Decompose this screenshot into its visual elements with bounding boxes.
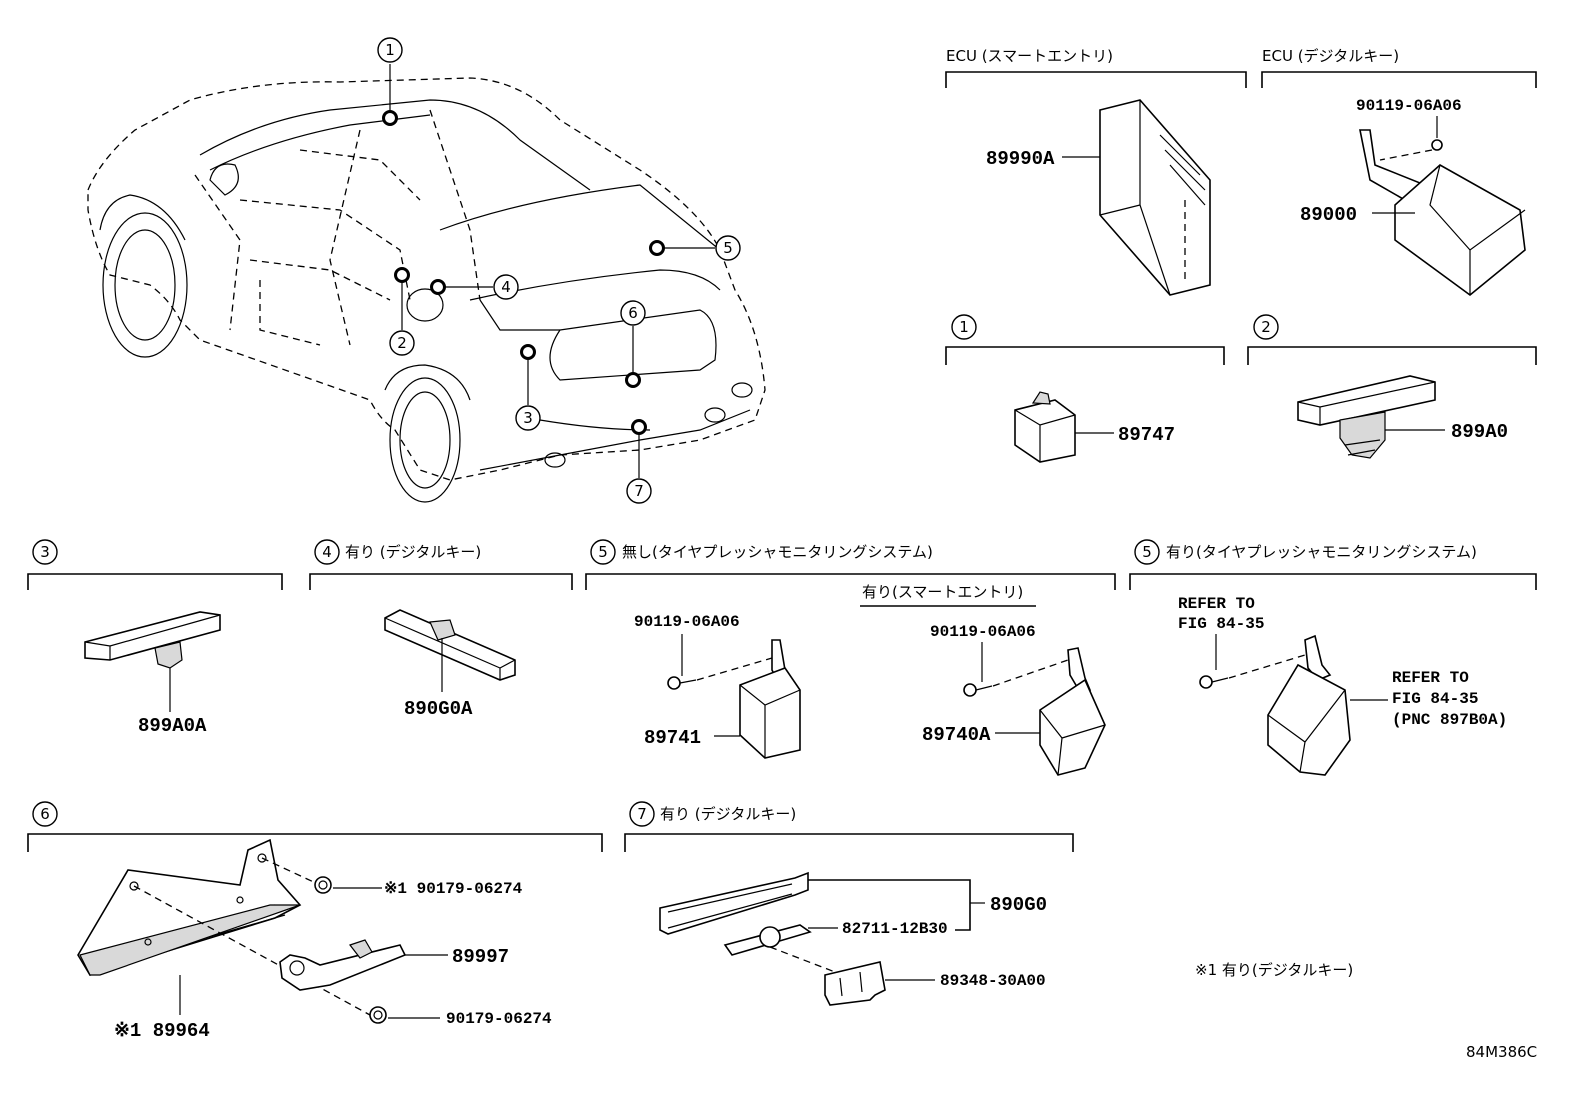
section-title: 無し(タイヤプレッシャモニタリングシステム) [622, 543, 933, 561]
section-number: 2 [1261, 318, 1271, 336]
bolt-part [1199, 675, 1229, 689]
car-marker-1: 1 [377, 37, 403, 126]
section-number: 5 [1142, 543, 1152, 561]
bolt-part [667, 676, 697, 690]
part-number-90179-06274: 90179-06274 [446, 1010, 552, 1028]
section-ecu-smart-entry: ECU (スマートエントリ) 89990A [945, 47, 1247, 296]
bracket-part-89964 [77, 838, 302, 976]
antenna-part-899A0A [84, 611, 221, 669]
sensor-part-89741 [739, 639, 801, 759]
section-title: 有り(タイヤプレッシャモニタリングシステム) [1166, 543, 1477, 561]
section-6: 6 ※1 90179-06274 89997 [27, 801, 603, 1042]
part-number-89348-30A00: 89348-30A00 [940, 972, 1046, 990]
section-number: 1 [959, 318, 969, 336]
section-5-without-tpms: 5 無し(タイヤプレッシャモニタリングシステム) 90119-06A06 897… [585, 539, 1116, 776]
car-marker-2: 2 [389, 267, 415, 356]
bolt-part [1431, 139, 1443, 151]
ecu-smart-entry-part [1099, 99, 1211, 296]
refer-note2-line3: (PNC 897B0A) [1392, 711, 1507, 729]
figure-code: 84M386C [1466, 1043, 1537, 1061]
part-number-890G0A: 890G0A [404, 698, 473, 720]
car-marker-5: 5 [649, 235, 741, 261]
part-number-90119-06A06-b: 90119-06A06 [930, 623, 1036, 641]
part-number-89740A: 89740A [922, 724, 991, 746]
part-number-899A0A: 899A0A [138, 715, 207, 737]
section-ecu-digital-key: ECU (デジタルキー) 90119-06A06 89000 [1261, 47, 1537, 297]
callout-1: 1 [385, 41, 395, 59]
section-7: 7 有り (デジタルキー) 890G0 82711-12B30 89348-30… [624, 801, 1074, 1006]
section-number: 6 [40, 805, 50, 823]
section-title: 有り (デジタルキー) [345, 543, 481, 561]
car-illustration: 1 2 3 4 5 6 [87, 37, 766, 504]
antenna-part-890G0 [659, 871, 809, 935]
section-number: 7 [637, 805, 647, 823]
part-number-82711-12B30: 82711-12B30 [842, 920, 948, 938]
part-number-89997: 89997 [452, 946, 509, 968]
section-title: 有り (デジタルキー) [660, 805, 796, 823]
section-number: 4 [322, 543, 332, 561]
section-2: 2 899A0 [1247, 314, 1537, 459]
part-number-890G0: 890G0 [990, 894, 1047, 916]
section-number: 5 [598, 543, 608, 561]
section-number: 3 [40, 543, 50, 561]
part-number-89741: 89741 [644, 727, 701, 749]
footnote: ※1 有り(デジタルキー) [1195, 961, 1353, 979]
car-marker-4: 4 [430, 274, 519, 300]
car-marker-6: 6 [620, 300, 646, 388]
callout-4: 4 [501, 278, 511, 296]
nut-part [314, 876, 332, 894]
part-number-89990A: 89990A [986, 148, 1055, 170]
part-number-89747: 89747 [1118, 424, 1175, 446]
part-number-89000: 89000 [1300, 204, 1357, 226]
section-4: 4 有り (デジタルキー) 890G0A [309, 539, 573, 720]
callout-2: 2 [397, 334, 407, 352]
antenna-part-82711-12B30 [723, 924, 812, 956]
refer-note-line1: REFER TO [1178, 595, 1255, 613]
sensor-part-89747 [1014, 391, 1076, 463]
sensor-part-89740A [1039, 647, 1106, 776]
part-number-89964-star: ※1 89964 [114, 1020, 210, 1042]
section-title: ECU (スマートエントリ) [946, 47, 1113, 65]
part-number-90119-06A06: 90119-06A06 [634, 613, 740, 631]
bracket-part-89348-30A00 [824, 961, 886, 1006]
section-3: 3 899A0A [27, 539, 283, 737]
car-marker-7: 7 [626, 419, 652, 504]
refer-note-line2: FIG 84-35 [1178, 615, 1264, 633]
nut-part [369, 1006, 387, 1024]
callout-6: 6 [628, 304, 638, 322]
tpms-ecu-part [1267, 634, 1351, 776]
antenna-part-899A0 [1297, 375, 1436, 459]
callout-5: 5 [723, 239, 733, 257]
section-1: 1 89747 [945, 314, 1225, 463]
part-number-90179-06274-star: ※1 90179-06274 [384, 880, 523, 898]
antenna-part-890G0A [384, 609, 516, 681]
bolt-part [963, 683, 993, 697]
section-subtitle: 有り(スマートエントリ) [862, 583, 1023, 601]
part-number-899A0: 899A0 [1451, 421, 1508, 443]
refer-note2-line1: REFER TO [1392, 669, 1469, 687]
section-5-with-tpms: 5 有り(タイヤプレッシャモニタリングシステム) REFER TO FIG 84… [1129, 539, 1537, 776]
car-marker-3: 3 [515, 344, 541, 431]
part-number-90119-06A06: 90119-06A06 [1356, 97, 1462, 115]
refer-note2-line2: FIG 84-35 [1392, 690, 1478, 708]
ecu-digital-key-part [1359, 129, 1526, 297]
section-title: ECU (デジタルキー) [1262, 47, 1399, 65]
callout-3: 3 [523, 409, 533, 427]
sensor-part-89997 [279, 939, 407, 991]
callout-7: 7 [634, 482, 644, 500]
